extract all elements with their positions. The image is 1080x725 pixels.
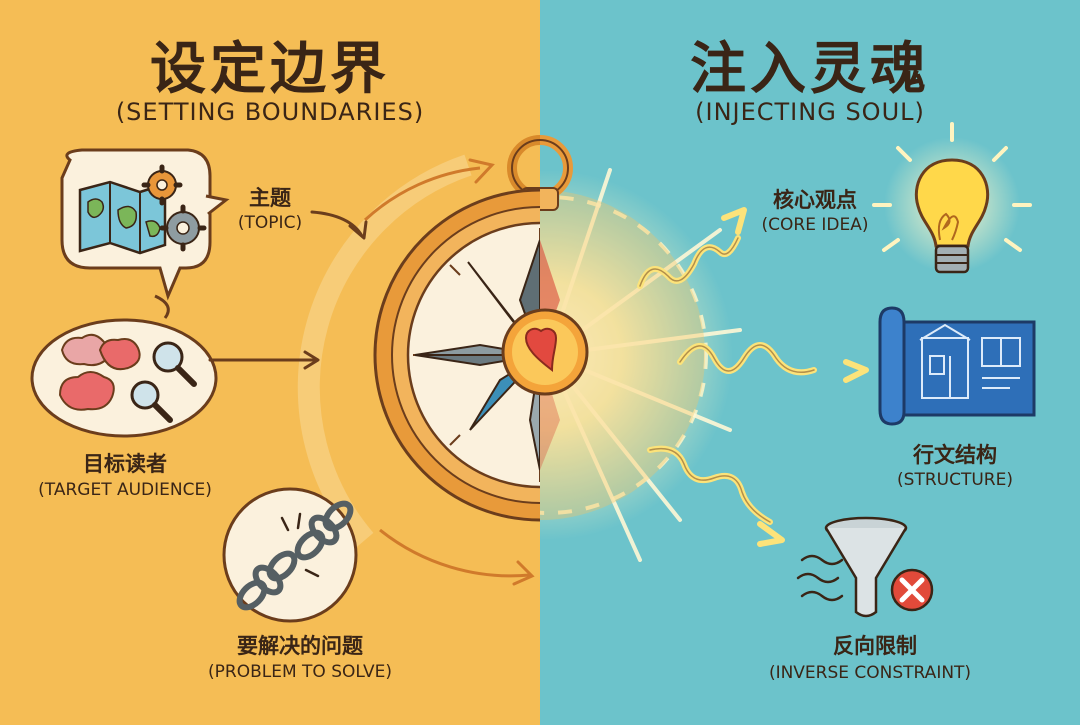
problem-sublabel: (PROBLEM TO SOLVE) (208, 662, 392, 682)
blueprint-icon (878, 306, 1036, 426)
x-icon (890, 568, 934, 612)
audience-label: 目标读者 (83, 452, 167, 476)
map-icon (78, 180, 167, 255)
orbit-arrows (297, 154, 535, 586)
broken-chain-icon (222, 487, 358, 623)
heart-icon (524, 327, 558, 372)
inverse-constraint-sublabel: (INVERSE CONSTRAINT) (768, 663, 972, 683)
soul-glow (540, 168, 742, 562)
right-subtitle: (INJECTING SOUL) (695, 98, 925, 126)
topic-label: 主题 (249, 186, 291, 210)
core-idea-sublabel: (CORE IDEA) (761, 215, 869, 235)
core-idea-label: 核心观点 (773, 188, 857, 212)
left-arrows (208, 210, 368, 370)
compass-icon (373, 135, 705, 522)
brain-icon (58, 333, 141, 411)
structure-label: 行文结构 (913, 443, 997, 467)
left-title: 设定边界 (150, 37, 390, 102)
gear-icon (141, 164, 207, 252)
right-arrow-outlines (639, 237, 815, 523)
magnifier-icon (130, 341, 197, 423)
right-title: 注入灵魂 (690, 37, 930, 102)
inverse-constraint-label: 反向限制 (833, 634, 917, 658)
structure-sublabel: (STRUCTURE) (897, 470, 1013, 490)
problem-label: 要解决的问题 (237, 634, 363, 658)
topic-sublabel: (TOPIC) (237, 213, 303, 233)
lightbulb-icon (872, 122, 1032, 274)
left-subtitle: (SETTING BOUNDARIES) (115, 98, 425, 126)
audience-sublabel: (TARGET AUDIENCE) (38, 480, 212, 500)
funnel-icon (796, 516, 908, 618)
